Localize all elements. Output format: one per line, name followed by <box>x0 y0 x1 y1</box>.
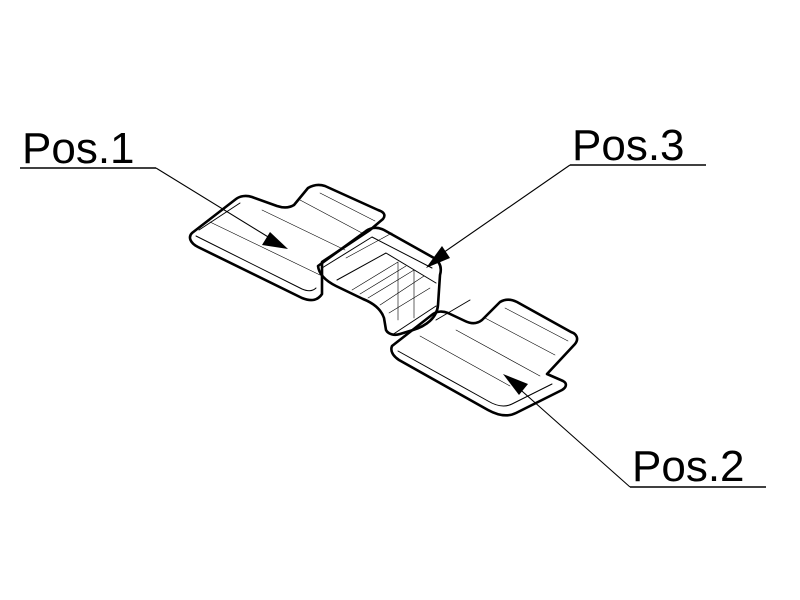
pos1-leader-line <box>155 167 279 244</box>
pos3-leader-line <box>439 164 571 256</box>
callout-pos2: Pos.2 <box>503 374 766 491</box>
callout-pos1: Pos.1 <box>20 124 288 249</box>
pos1-arrowhead <box>262 232 288 249</box>
pos1-label: Pos.1 <box>22 124 135 173</box>
pos3-arrowhead <box>426 246 450 268</box>
middle-bridge <box>316 226 443 337</box>
right-flange <box>390 298 579 417</box>
callout-pos3: Pos.3 <box>426 121 706 268</box>
pos2-leader-line <box>513 383 631 488</box>
left-flange <box>188 183 386 302</box>
pos3-label: Pos.3 <box>572 121 685 170</box>
pos2-label: Pos.2 <box>632 442 745 491</box>
pos2-arrowhead <box>503 374 528 395</box>
